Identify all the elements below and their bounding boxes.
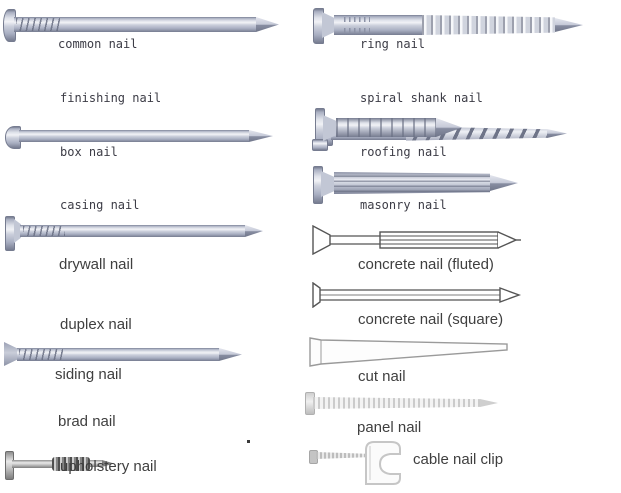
common-nail-label: common nail — [58, 37, 138, 51]
panel-nail-point — [480, 399, 498, 407]
common-nail-point — [256, 17, 279, 32]
roofing-nail-ring-shank — [336, 118, 436, 137]
drywall-nail-label: drywall nail — [59, 256, 134, 273]
box-nail-neck — [14, 219, 21, 243]
cut-nail-illustration — [309, 337, 508, 367]
common-nail-shank — [14, 17, 256, 32]
masonry-nail-label: masonry nail — [360, 198, 447, 212]
casing-nail-label: casing nail — [60, 198, 140, 212]
common-nail-grip-marks — [16, 18, 60, 31]
casing-nail-illustration — [0, 168, 300, 366]
box-nail-illustration — [0, 105, 300, 251]
roofing-nail-label: roofing nail — [360, 145, 447, 159]
spiral-shank-nail-illustration — [305, 58, 595, 146]
box-nail-label: box nail — [60, 145, 118, 159]
concrete-nail-fluted-label: concrete nail (fluted) — [358, 256, 494, 273]
finishing-nail-illustration — [0, 60, 300, 149]
cut-nail-label: cut nail — [358, 368, 406, 385]
casing-nail-head — [4, 342, 17, 366]
roofing-nail-head-lip — [312, 139, 328, 151]
siding-nail-illustration — [0, 330, 260, 375]
casing-nail-grip-marks — [19, 349, 63, 360]
roofing-nail-point — [436, 118, 462, 137]
duplex-nail-label: duplex nail — [60, 316, 132, 333]
brad-nail-label: brad nail — [58, 413, 116, 430]
masonry-nail-illustration — [305, 160, 535, 205]
masonry-nail-fluted-shank — [334, 172, 490, 194]
finishing-nail-shank — [19, 130, 249, 142]
cable-clip-body — [365, 441, 401, 485]
concrete-nail-square-illustration — [312, 282, 522, 308]
spiral-shank-nail-point — [547, 129, 567, 138]
masonry-nail-point — [490, 175, 518, 191]
cable-nail-clip-label: cable nail clip — [413, 451, 504, 468]
box-nail-grip-marks — [23, 226, 65, 236]
concrete-nail-square-label: concrete nail (square) — [358, 311, 504, 328]
ring-nail-neck — [322, 12, 334, 38]
siding-nail-label: siding nail — [55, 366, 122, 383]
ring-nail-point — [555, 18, 583, 32]
stray-dot — [247, 440, 250, 443]
masonry-nail-neck — [321, 171, 334, 197]
panel-nail-illustration — [300, 388, 510, 416]
upholstery-nail-label: upholstery nail — [60, 458, 157, 475]
drywall-nail-lower-shank — [90, 460, 102, 467]
cable-clip-nail-shank — [316, 452, 366, 459]
ring-nail-label: ring nail — [360, 37, 426, 51]
concrete-nail-fluted-illustration — [312, 225, 521, 255]
panel-nail-ring-shank — [313, 397, 480, 409]
drywall-nail-point — [102, 460, 114, 467]
spiral-shank-nail-label: spiral shank nail — [360, 91, 483, 105]
panel-nail-label: panel nail — [357, 419, 422, 436]
ring-nail-illustration — [305, 0, 595, 50]
cable-nail-clip-illustration — [305, 435, 415, 490]
finishing-nail-label: finishing nail — [60, 91, 162, 105]
box-nail-shank — [20, 225, 245, 237]
common-nail-illustration — [0, 0, 300, 50]
ring-nail-ring-shank — [422, 15, 555, 35]
roofing-nail-neck — [323, 115, 336, 141]
drywall-nail-upper-shank — [12, 460, 52, 468]
roofing-nail-illustration — [305, 100, 505, 155]
ring-nail-grip-marks-top — [344, 17, 370, 22]
ring-nail-grip-marks-bottom — [344, 28, 370, 33]
drywall-nail-ring-barrel — [52, 457, 90, 471]
box-nail-point — [245, 225, 263, 237]
casing-nail-shank — [17, 348, 219, 361]
duplex-nail-illustration — [0, 272, 240, 322]
drywall-nail-illustration — [0, 222, 150, 480]
